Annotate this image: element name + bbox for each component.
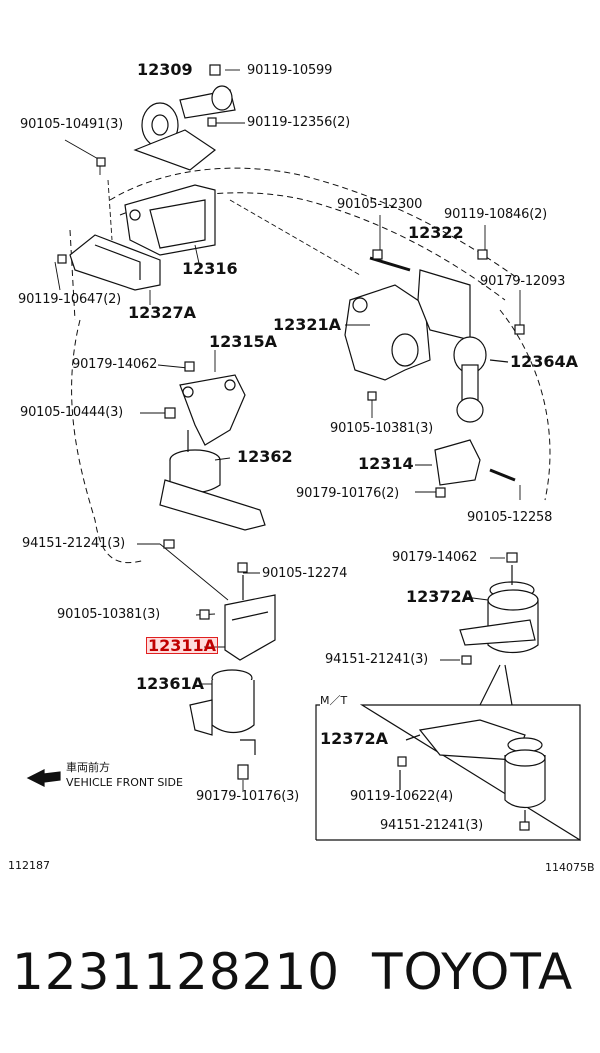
fasteners <box>57 64 530 831</box>
label-90105-12258[interactable]: 90105-12258 <box>467 510 553 525</box>
part-12309-drawing <box>133 85 236 171</box>
label-90119-10846[interactable]: 90119-10846(2) <box>444 207 548 222</box>
footer-brand: TOYOTA <box>372 943 574 1001</box>
part-12361A-drawing <box>189 669 256 780</box>
label-12362[interactable]: 12362 <box>237 447 293 466</box>
mt-inset-box <box>315 664 581 842</box>
label-94151-21241-b[interactable]: 94151-21241(3) <box>325 652 429 667</box>
label-12364A[interactable]: 12364A <box>510 352 579 371</box>
part-12364A-drawing <box>453 336 509 423</box>
part-12322-drawing <box>369 256 471 341</box>
part-12372A-upper-drawing <box>459 565 539 654</box>
label-90179-10176-b[interactable]: 90179-10176(3) <box>196 789 300 804</box>
vehicle-front-en: VEHICLE FRONT SIDE <box>66 776 183 789</box>
leader-lines <box>54 69 521 790</box>
label-12372A-a[interactable]: 12372A <box>406 587 475 606</box>
label-90105-12274[interactable]: 90105-12274 <box>262 566 348 581</box>
label-90119-12356[interactable]: 90119-12356(2) <box>247 115 351 130</box>
part-12362-drawing <box>159 430 266 531</box>
label-90179-14062-b[interactable]: 90179-14062 <box>392 550 478 565</box>
label-90179-12093[interactable]: 90179-12093 <box>480 274 566 289</box>
label-12311A-highlighted[interactable]: 12311A <box>146 636 219 655</box>
label-94151-21241-c[interactable]: 94151-21241(3) <box>380 818 484 833</box>
part-12314-drawing <box>434 439 516 486</box>
label-12372A-b[interactable]: 12372A <box>320 729 389 748</box>
label-12316[interactable]: 12316 <box>182 259 238 278</box>
label-12309[interactable]: 12309 <box>137 60 193 79</box>
part-12316-drawing <box>124 184 216 256</box>
label-90119-10622[interactable]: 90119-10622(4) <box>350 789 454 804</box>
part-12321A-drawing <box>344 284 431 381</box>
reference-lines <box>107 179 361 276</box>
crossmember-outline <box>69 167 551 564</box>
label-90179-14062-a[interactable]: 90179-14062 <box>72 357 158 372</box>
label-mt: M／T <box>320 694 348 707</box>
label-12315A[interactable]: 12315A <box>209 332 278 351</box>
part-12315A-drawing <box>179 374 246 446</box>
label-90105-12300[interactable]: 90105-12300 <box>337 197 423 212</box>
vehicle-front-jp: 車両前方 <box>66 761 110 774</box>
label-90105-10444[interactable]: 90105-10444(3) <box>20 405 124 420</box>
footer-part-number: 1231128210 <box>12 943 341 1001</box>
label-90105-10381-b[interactable]: 90105-10381(3) <box>57 607 161 622</box>
label-90105-10491[interactable]: 90105-10491(3) <box>20 117 124 132</box>
diagram-code-right: 114075B <box>545 861 595 874</box>
part-12327A-drawing <box>69 234 161 291</box>
label-12327A[interactable]: 12327A <box>128 303 197 322</box>
label-90119-10599[interactable]: 90119-10599 <box>247 63 333 78</box>
label-90105-10381-a[interactable]: 90105-10381(3) <box>330 421 434 436</box>
diagram-code-left: 112187 <box>8 859 50 872</box>
label-12322[interactable]: 12322 <box>408 223 464 242</box>
vehicle-front-arrow <box>26 769 61 787</box>
parts-diagram: 12309 90119-10599 90105-10491(3) 90119-1… <box>8 60 595 875</box>
label-12321A[interactable]: 12321A <box>273 315 342 334</box>
label-90119-10647[interactable]: 90119-10647(2) <box>18 292 122 307</box>
label-94151-21241-a[interactable]: 94151-21241(3) <box>22 536 126 551</box>
label-12314[interactable]: 12314 <box>358 454 414 473</box>
label-12361A[interactable]: 12361A <box>136 674 205 693</box>
diagram-drawing <box>26 64 581 842</box>
part-12311A-drawing <box>224 575 276 661</box>
label-90179-10176-a[interactable]: 90179-10176(2) <box>296 486 400 501</box>
